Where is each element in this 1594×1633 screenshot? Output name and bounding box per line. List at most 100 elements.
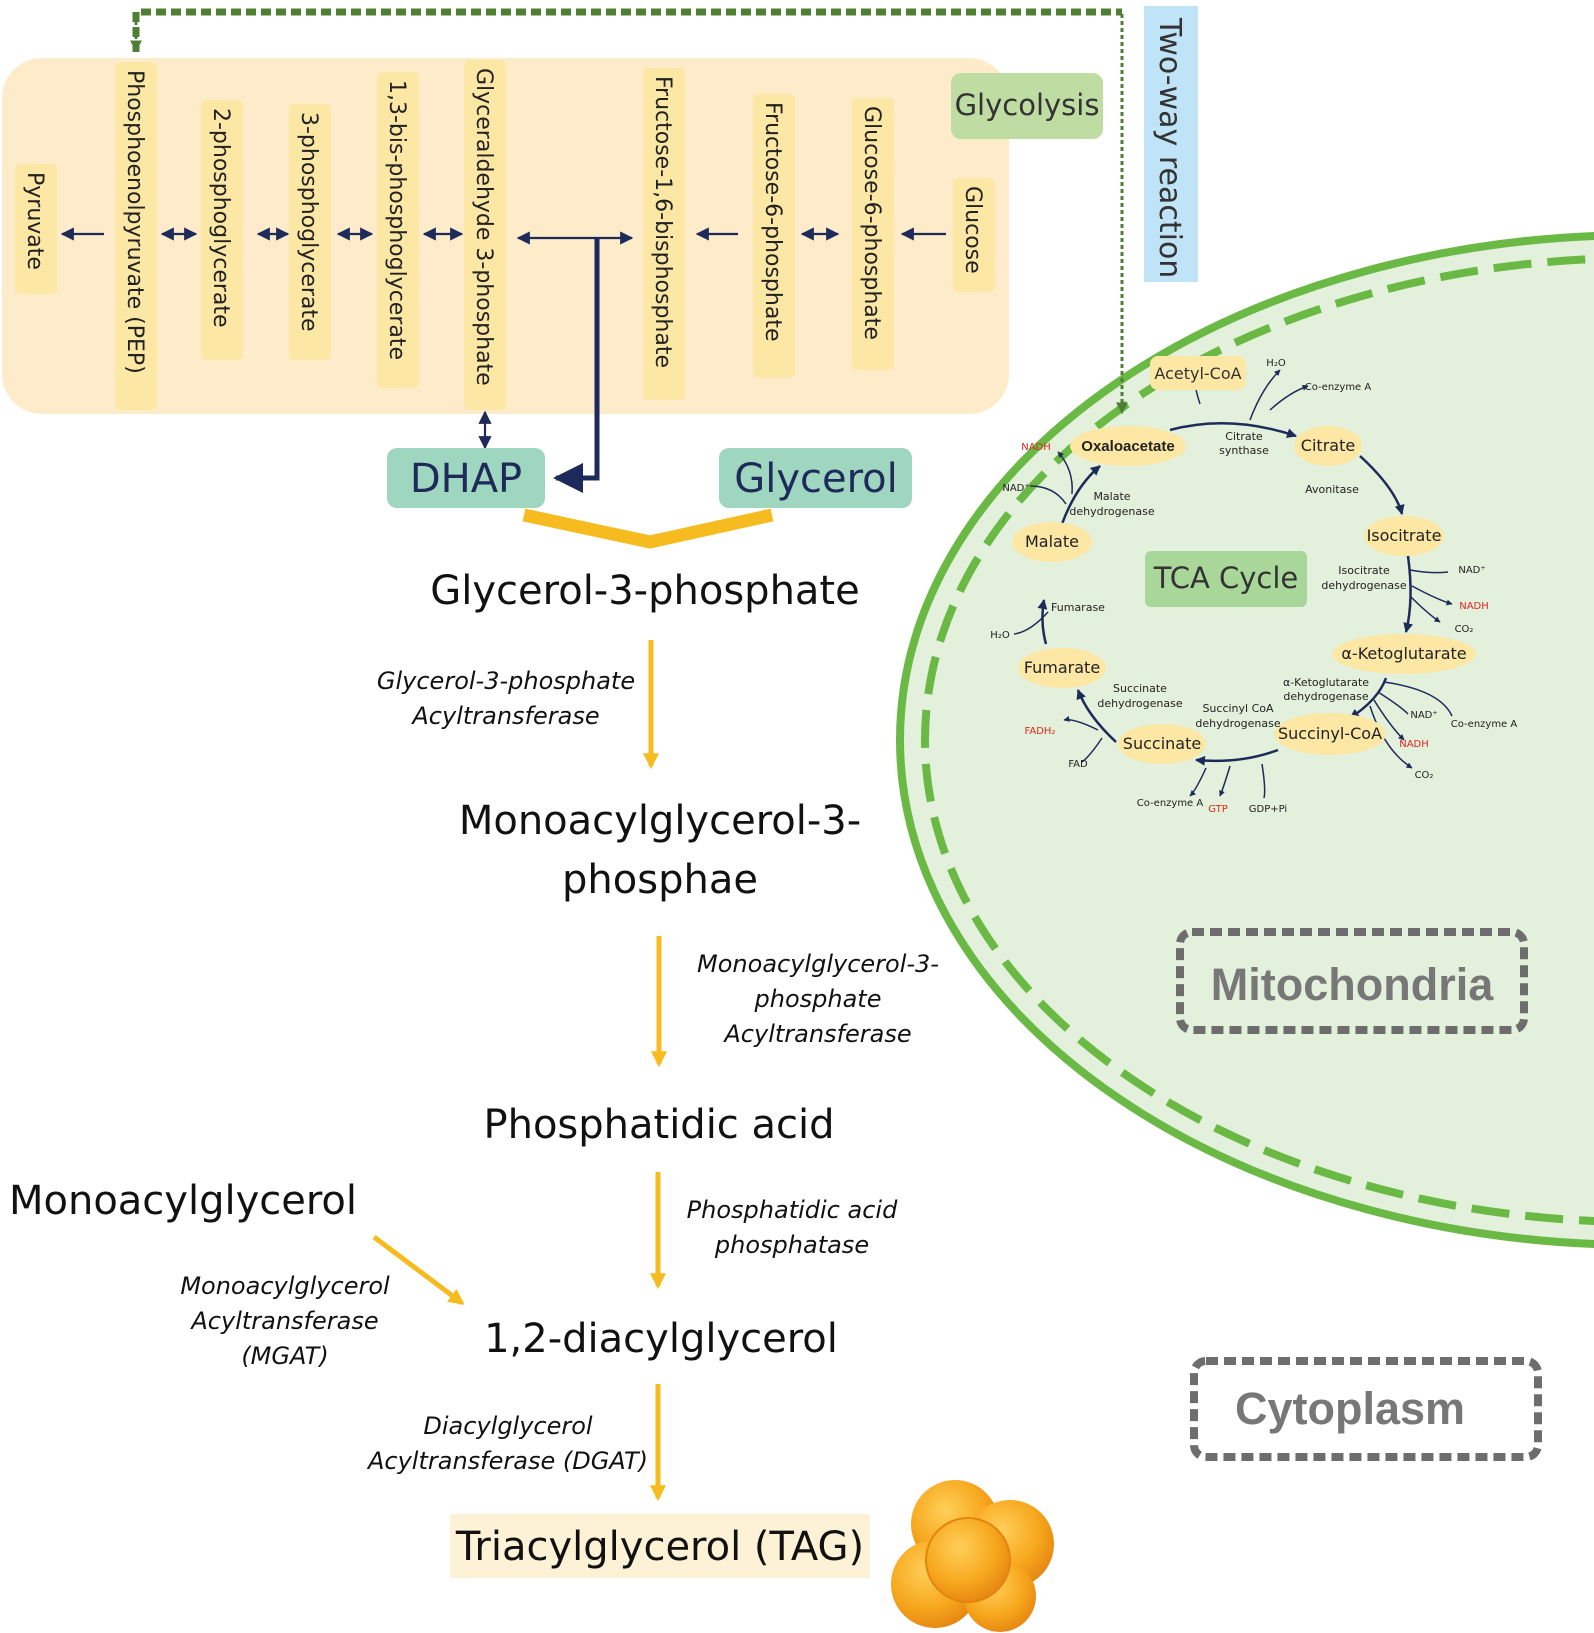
gdp-in — [1261, 763, 1266, 799]
label-nadh-akg: NADH — [1399, 739, 1429, 750]
pa-label: Phosphatidic acid — [483, 1102, 834, 1148]
enzyme3-line1: Phosphatidic acid — [687, 1196, 898, 1224]
glycolysis-metabolites: Pyruvate Phosphoenolpyruvate (PEP) 2-phosp… — [15, 60, 995, 410]
nad-in-iso — [1409, 569, 1449, 574]
nad-in-mal — [1029, 485, 1067, 505]
coa-out-suc — [1189, 767, 1207, 797]
cytoplasm-label-box: Cytoplasm — [1190, 1357, 1542, 1461]
svg-text:Succinyl-CoA: Succinyl-CoA — [1278, 724, 1382, 743]
node-succinyl-coa: Succinyl-CoA — [1274, 713, 1386, 755]
arrow-mag-dag — [372, 1235, 465, 1305]
h2o-in-fum — [1013, 611, 1049, 635]
glycolysis-metabolite-box — [289, 104, 331, 360]
coa-in-akg — [1383, 681, 1453, 717]
mag-label: Monoacylglycerol — [9, 1178, 357, 1224]
glycolysis-metabolite-box — [15, 164, 57, 294]
enzyme1-line2: Acyltransferase — [410, 702, 599, 730]
svg-text:α-Ketoglutarate: α-Ketoglutarate — [1341, 644, 1466, 663]
dgat-line1: Diacylglycerol — [423, 1412, 593, 1440]
node-citrate: Citrate — [1294, 426, 1362, 466]
node-malate: Malate — [1012, 522, 1092, 562]
mgat-line2: Acyltransferase — [189, 1307, 378, 1335]
mitochondria-label-box: Mitochondria — [1176, 928, 1528, 1034]
label-h2o-fum: H₂O — [990, 630, 1010, 641]
glycerol-label: Glycerol — [734, 456, 898, 502]
mag3p-line2: phosphae — [562, 857, 758, 903]
glycolysis-metabolite-label: Fructose-6-phosphate — [760, 102, 785, 341]
tca-title: TCA Cycle — [1153, 561, 1299, 595]
glycolysis-metabolite-label: 3-phosphoglycerate — [296, 112, 321, 332]
label-citrate-synthase-2: synthase — [1219, 444, 1269, 457]
node-acetyl-coa: Acetyl-CoA — [1150, 356, 1246, 390]
enzyme2-line2: phosphate — [754, 985, 882, 1013]
glycolysis-metabolite-box — [115, 62, 157, 410]
label-isocitrate-dh-1: Isocitrate — [1338, 564, 1390, 577]
enzyme2-line1: Monoacylglycerol-3- — [697, 950, 939, 978]
label-coa-suc: Co-enzyme A — [1137, 798, 1204, 809]
svg-text:Isocitrate: Isocitrate — [1367, 526, 1442, 545]
label-h2o-citrate: H₂O — [1266, 358, 1286, 369]
label-succinate-dh-2: dehydrogenase — [1097, 697, 1182, 710]
dgat-line2: Acyltransferase (DGAT) — [366, 1447, 648, 1475]
cytoplasm-label: Cytoplasm — [1235, 1383, 1465, 1434]
label-nad-mal: NAD⁺ — [1002, 483, 1029, 494]
glycolysis-metabolite-label: 2-phosphoglycerate — [208, 108, 233, 328]
two-way-reaction: Two-way reaction — [130, 6, 1198, 415]
mitochondria-inner-membrane — [921, 255, 1594, 1225]
svg-text:Acetyl-CoA: Acetyl-CoA — [1154, 364, 1241, 383]
label-isocitrate-dh-2: dehydrogenase — [1321, 579, 1406, 592]
arrow-f16bp-dhap — [553, 238, 600, 493]
arc-oaa-citrate — [1169, 422, 1297, 438]
svg-text:Fumarate: Fumarate — [1024, 658, 1100, 677]
arc-fumarate-malate — [1037, 599, 1048, 645]
glycolysis-arrows — [60, 227, 946, 493]
glycolysis-metabolite-box — [643, 68, 685, 400]
label-akg-dh-1: α-Ketoglutarate — [1283, 676, 1369, 689]
fadh2-out — [1063, 716, 1099, 731]
h2o-in — [1249, 369, 1281, 421]
glycolysis-metabolite-label: Glucose-6-phosphate — [859, 106, 884, 340]
enzyme2-line3: Acyltransferase — [722, 1020, 911, 1048]
glycolysis-metabolite-label: Glyceraldehyde 3-phosphate — [471, 68, 496, 386]
glycolysis-metabolite-box — [852, 98, 894, 370]
dag-label: 1,2-diacylglycerol — [484, 1316, 838, 1362]
arc-citrate-isocitrate — [1359, 455, 1405, 515]
label-co2-iso: CO₂ — [1455, 624, 1474, 635]
label-succinate-dh-1: Succinate — [1113, 682, 1167, 695]
label-citrate-synthase-1: Citrate — [1225, 430, 1263, 443]
nad-in-akg — [1377, 691, 1409, 715]
svg-text:Citrate: Citrate — [1301, 436, 1355, 455]
glycolysis-metabolite-label: Glucose — [960, 186, 985, 274]
glycolysis-metabolite-label: Pyruvate — [22, 172, 47, 270]
glycolysis-metabolite-label: Phosphoenolpyruvate (PEP) — [122, 70, 147, 374]
nadh-out-iso — [1411, 585, 1453, 606]
mitochondria — [896, 232, 1594, 1248]
two-way-label: Two-way reaction — [1152, 17, 1187, 278]
node-isocitrate: Isocitrate — [1364, 516, 1444, 556]
node-akg: α-Ketoglutarate — [1332, 634, 1476, 674]
node-oxaloacetate: Oxaloacetate — [1070, 426, 1186, 466]
arc-succinate-fumarate — [1076, 689, 1117, 743]
lipid-droplet-icon — [891, 1480, 1054, 1632]
arc-malate-oaa — [1060, 465, 1101, 525]
mgat-line1: Monoacylglycerol — [180, 1272, 390, 1300]
enzyme1-line1: Glycerol-3-phosphate — [377, 667, 635, 695]
mitochondria-outer-membrane — [896, 232, 1594, 1248]
label-fad: FAD — [1068, 759, 1088, 770]
label-fumarase: Fumarase — [1051, 601, 1105, 614]
glycolysis-metabolite-label: Fructose-1,6-bisphosphate — [650, 76, 675, 368]
label-nad-iso: NAD⁺ — [1458, 565, 1485, 576]
label-gdp: GDP+Pi — [1249, 804, 1287, 815]
label-akg-dh-2: dehydrogenase — [1283, 690, 1368, 703]
label-malate-dh-1: Malate — [1093, 490, 1130, 503]
arc-succinylcoa-succinate — [1195, 748, 1279, 766]
two-way-box — [1144, 6, 1198, 282]
tag-label: Triacylglycerol (TAG) — [455, 1524, 864, 1570]
tca-title-box: TCA Cycle — [1145, 551, 1307, 607]
label-gtp: GTP — [1208, 804, 1228, 815]
label-malate-dh-2: dehydrogenase — [1069, 505, 1154, 518]
label-succinylcoa-dh-1: Succinyl CoA — [1202, 702, 1274, 715]
coa-out — [1269, 384, 1309, 411]
svg-text:Malate: Malate — [1025, 532, 1079, 551]
